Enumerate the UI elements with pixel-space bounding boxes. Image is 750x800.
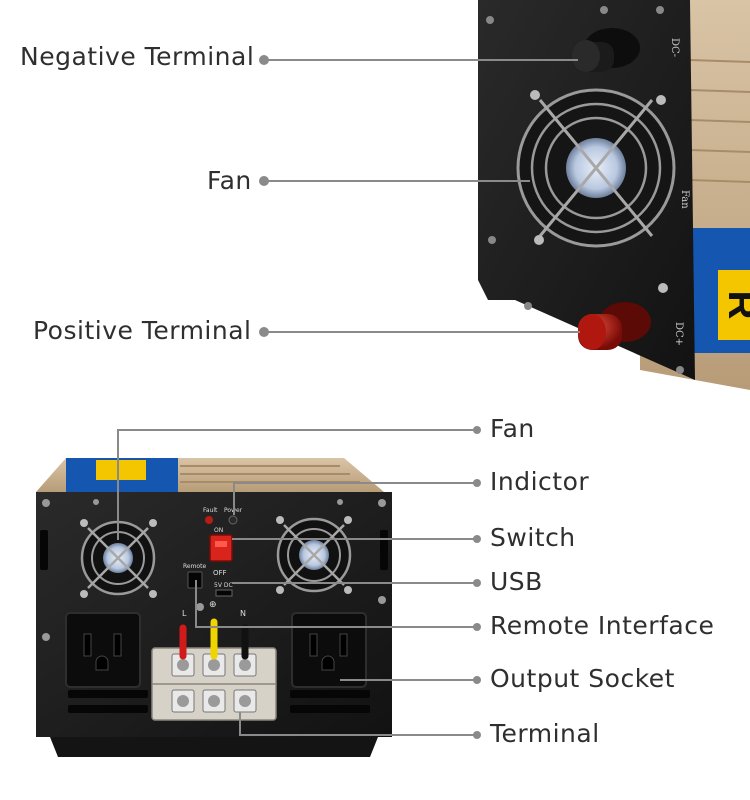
terminal-block bbox=[151, 618, 277, 721]
front-panel-base bbox=[50, 737, 378, 757]
bottom-leader-lines bbox=[117, 429, 477, 736]
bottom-fan-left bbox=[80, 519, 157, 598]
top-leader-lines bbox=[259, 55, 580, 337]
power-switch bbox=[209, 534, 233, 562]
fault-mark: Fault bbox=[203, 507, 218, 514]
screw bbox=[676, 366, 684, 374]
panel-screws bbox=[42, 499, 386, 641]
screw bbox=[488, 236, 496, 244]
brand-strip-yellow bbox=[718, 270, 750, 340]
remote-mark: Remote bbox=[183, 563, 206, 570]
screw bbox=[524, 302, 532, 310]
label-output-socket: Output Socket bbox=[490, 664, 675, 693]
screw bbox=[486, 16, 494, 24]
neutral-mark: N bbox=[240, 609, 246, 618]
negative-terminal-knob bbox=[572, 28, 640, 72]
usb-mark: 5V DC bbox=[214, 582, 233, 589]
on-mark: ON bbox=[214, 527, 223, 534]
positive-terminal-knob bbox=[578, 302, 651, 350]
fan-mark: Fan bbox=[679, 190, 690, 209]
vents bbox=[40, 530, 388, 713]
screw bbox=[656, 6, 664, 14]
bottom-leader-dots bbox=[473, 426, 481, 739]
label-usb: USB bbox=[490, 567, 543, 596]
brand-letter: R bbox=[720, 291, 750, 320]
bottom-fan-right bbox=[276, 516, 352, 594]
ground-mark: ⊕ bbox=[209, 600, 217, 610]
label-remote-interface: Remote Interface bbox=[490, 611, 715, 640]
dc-minus-mark: DC- bbox=[669, 38, 680, 57]
output-socket-right bbox=[291, 612, 367, 688]
label-negative-terminal: Negative Terminal bbox=[20, 42, 255, 71]
output-socket-left bbox=[65, 612, 141, 688]
dc-plus-mark: DC+ bbox=[673, 322, 684, 346]
label-fan-bottom: Fan bbox=[490, 414, 535, 443]
power-led bbox=[228, 515, 238, 525]
label-switch: Switch bbox=[490, 523, 576, 552]
fault-led bbox=[205, 516, 213, 524]
off-mark: OFF bbox=[213, 569, 227, 577]
screw bbox=[600, 6, 608, 14]
usb-port bbox=[215, 589, 233, 597]
live-mark: L bbox=[182, 609, 187, 618]
label-terminal: Terminal bbox=[490, 719, 600, 748]
top-fan bbox=[516, 88, 676, 293]
top-device: R bbox=[478, 0, 750, 390]
label-indicator: Indictor bbox=[490, 467, 590, 496]
casing-ribs bbox=[689, 59, 750, 183]
label-fan-top: Fan bbox=[207, 166, 252, 195]
label-positive-terminal: Positive Terminal bbox=[33, 316, 252, 345]
bottom-brand-yellow bbox=[96, 460, 146, 480]
bottom-device: Fault Power ON OFF Remote 5V DC L ⊕ N bbox=[36, 458, 392, 757]
